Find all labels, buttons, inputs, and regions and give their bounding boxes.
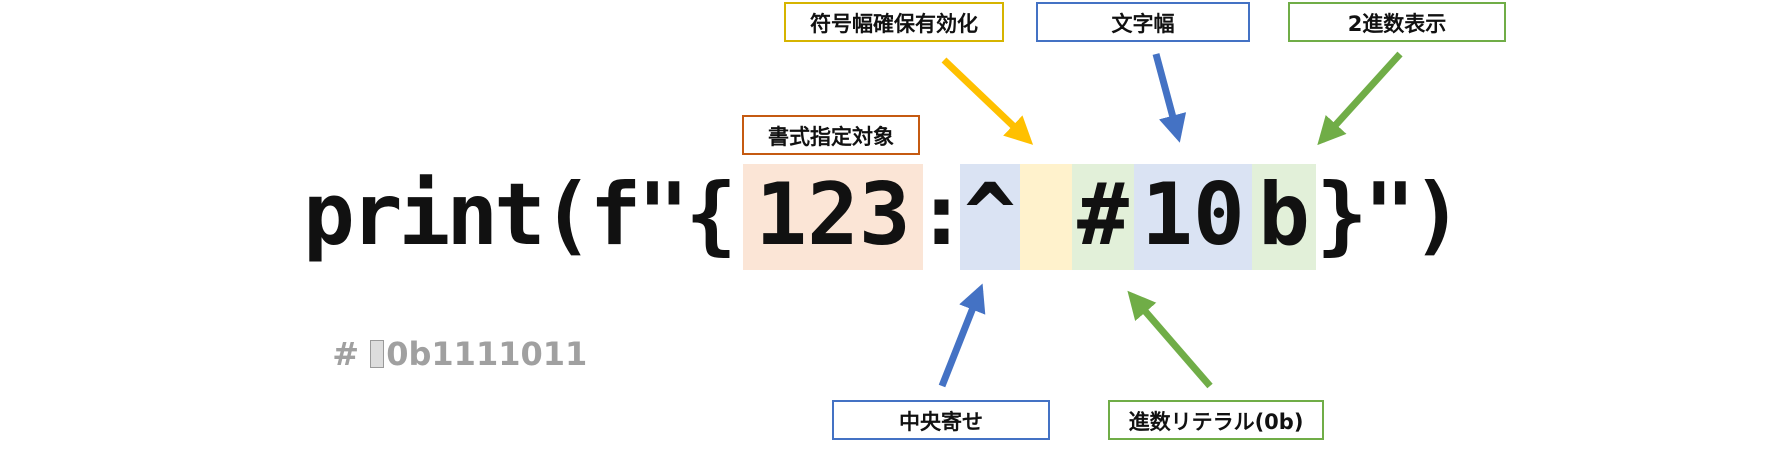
highlight-target (743, 164, 923, 270)
highlight-width (1134, 164, 1252, 270)
arrow-width (1152, 53, 1187, 143)
highlight-sign (1020, 164, 1072, 270)
highlight-alt (1072, 164, 1134, 270)
highlight-align (960, 164, 1020, 270)
code-colon: : (915, 165, 968, 265)
code-alt: # (1077, 165, 1129, 265)
arrow-sign (941, 57, 1034, 145)
output-line: # 0b1111011 (310, 294, 587, 373)
label-field-width: 文字幅 (1036, 2, 1250, 42)
arrow-center (938, 283, 986, 388)
arrow-binary (1317, 51, 1403, 146)
label-radix-literal: 進数リテラル(0b) (1108, 400, 1324, 440)
highlight-type (1252, 164, 1316, 270)
label-sign-space: 符号幅確保有効化 (784, 2, 1004, 42)
code-align: ^ (964, 165, 1016, 265)
code-type: b (1258, 165, 1310, 265)
arrow-literal (1127, 290, 1213, 389)
code-width: 10 (1141, 165, 1245, 265)
code-prefix: print(f"{ (303, 165, 737, 265)
code-value: 123 (755, 165, 911, 265)
label-format-target: 書式指定対象 (742, 115, 920, 155)
code-suffix: }") (1316, 165, 1463, 265)
output-space-marker (370, 340, 385, 368)
output-result: 0b1111011 (386, 335, 588, 373)
label-center-align: 中央寄せ (832, 400, 1050, 440)
label-binary: 2進数表示 (1288, 2, 1506, 42)
output-comment: # (332, 335, 371, 373)
